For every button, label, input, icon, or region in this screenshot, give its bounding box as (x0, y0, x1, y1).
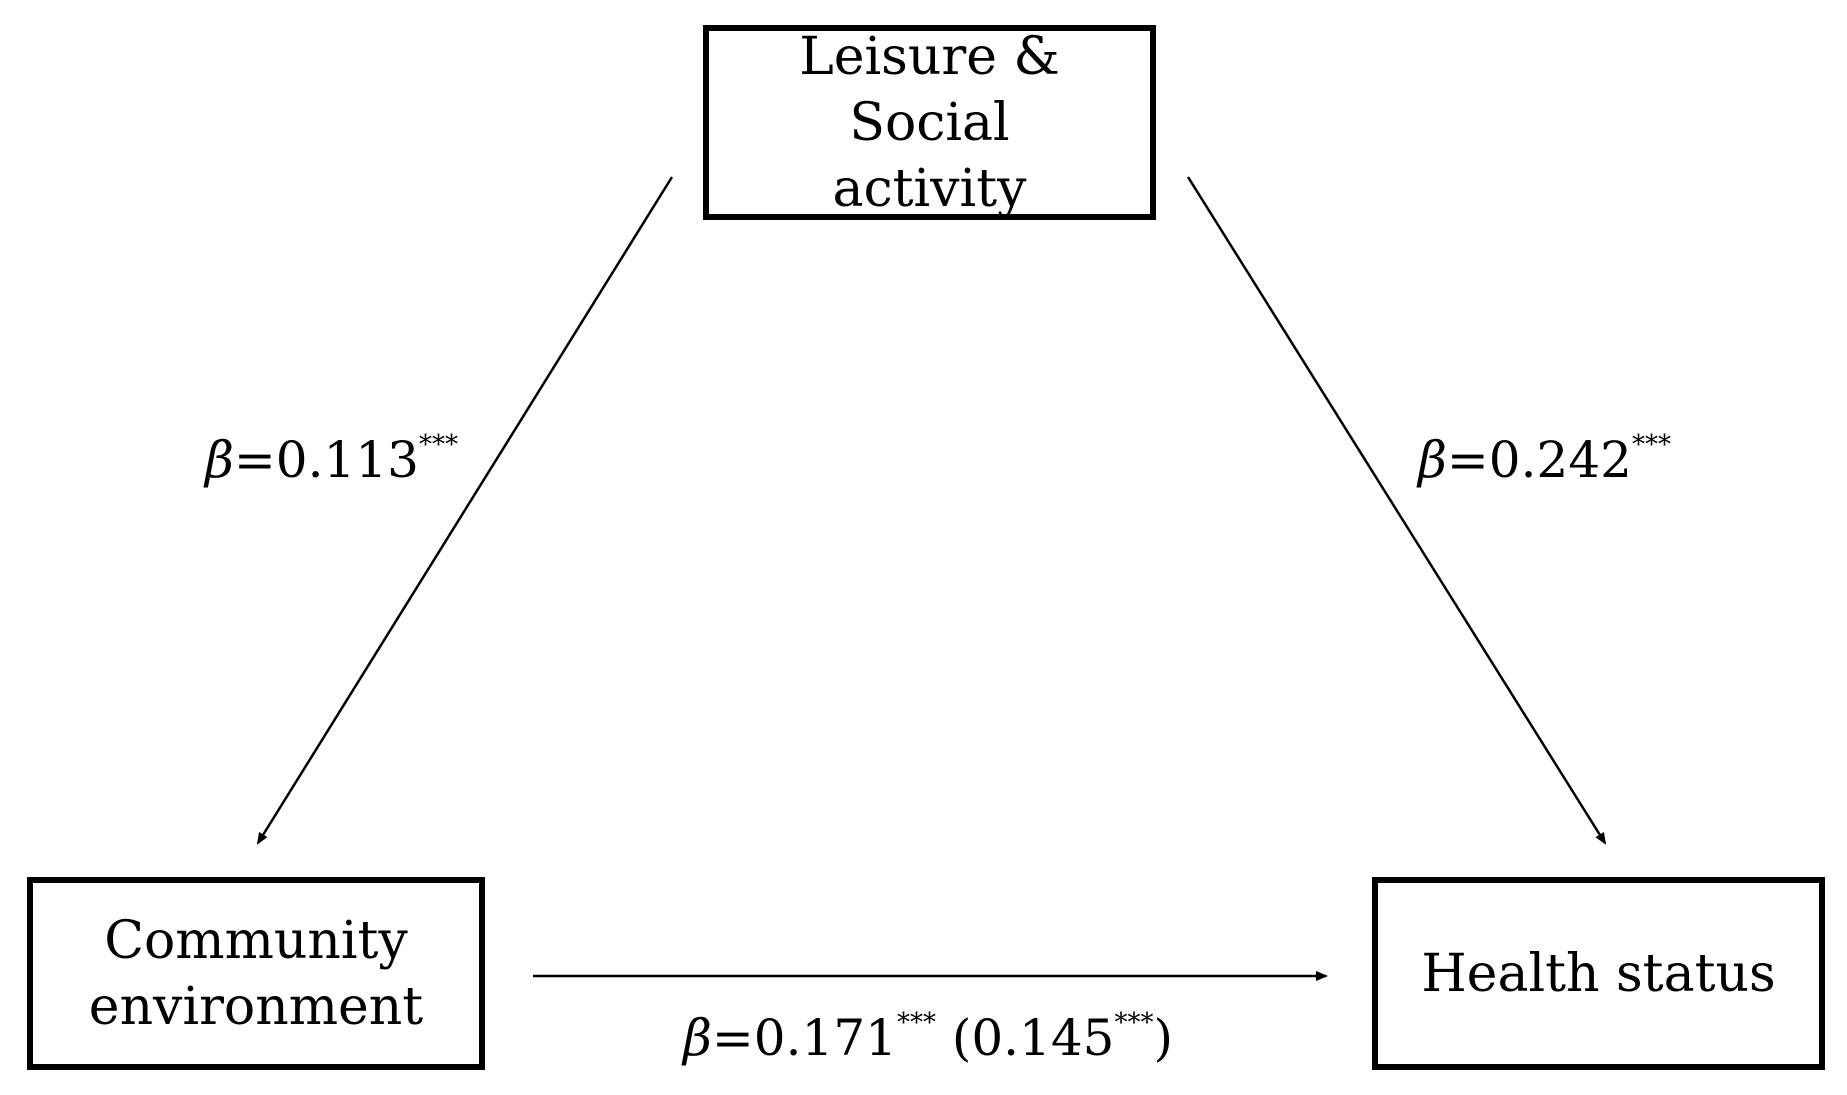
node-leisure-social-activity: Leisure & Social activity (703, 25, 1156, 220)
node-health-status: Health status (1372, 877, 1825, 1070)
beta-symbol: β (205, 431, 234, 489)
significance-stars: *** (896, 1008, 936, 1038)
indirect-coefficient-value: (0.145 (935, 1009, 1115, 1067)
edge-label-leisure-health: β=0.242*** (1418, 430, 1671, 490)
significance-stars: *** (1631, 430, 1671, 460)
node-community-environment: Community environment (27, 877, 485, 1070)
indirect-significance-stars: *** (1114, 1008, 1154, 1038)
node-label: Leisure & Social activity (799, 26, 1060, 219)
beta-symbol: β (683, 1009, 712, 1067)
beta-symbol: β (1418, 431, 1447, 489)
coefficient-value: =0.113 (233, 431, 419, 489)
arrow-leisure-to-health (1186, 176, 1607, 845)
coefficient-value: =0.171 (711, 1009, 897, 1067)
node-label: Health status (1421, 943, 1776, 1004)
coefficient-value: =0.242 (1446, 431, 1632, 489)
edge-label-leisure-community: β=0.113*** (205, 430, 458, 490)
arrow-leisure-to-community (256, 176, 674, 845)
node-label: Community environment (88, 910, 424, 1037)
significance-stars: *** (418, 430, 458, 460)
closing-parenthesis: ) (1153, 1009, 1174, 1067)
edge-label-community-health: β=0.171*** (0.145***) (683, 1008, 1173, 1068)
